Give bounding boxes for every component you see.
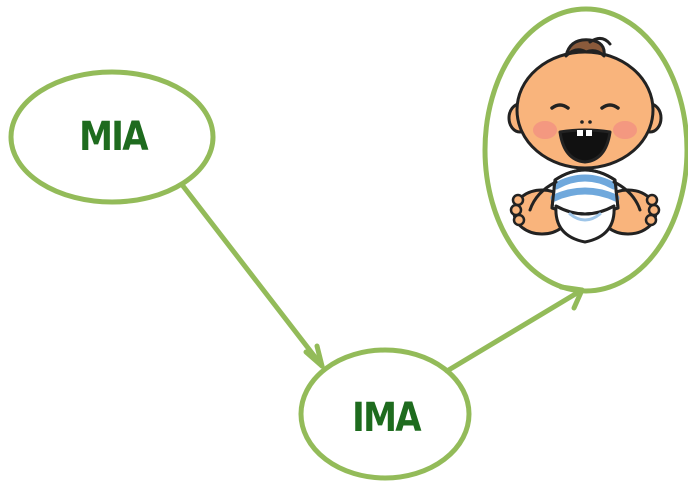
baby-icon	[507, 37, 663, 244]
node-ima-label: IMA	[352, 395, 421, 441]
arrow-mia-to-ima	[180, 183, 325, 369]
arrow-ima-to-picture	[444, 284, 585, 374]
node-mia-label: MIA	[79, 114, 148, 160]
node-mia-ellipse	[8, 69, 216, 205]
node-ima-ellipse	[298, 347, 472, 481]
node-picture-ellipse	[482, 6, 688, 294]
